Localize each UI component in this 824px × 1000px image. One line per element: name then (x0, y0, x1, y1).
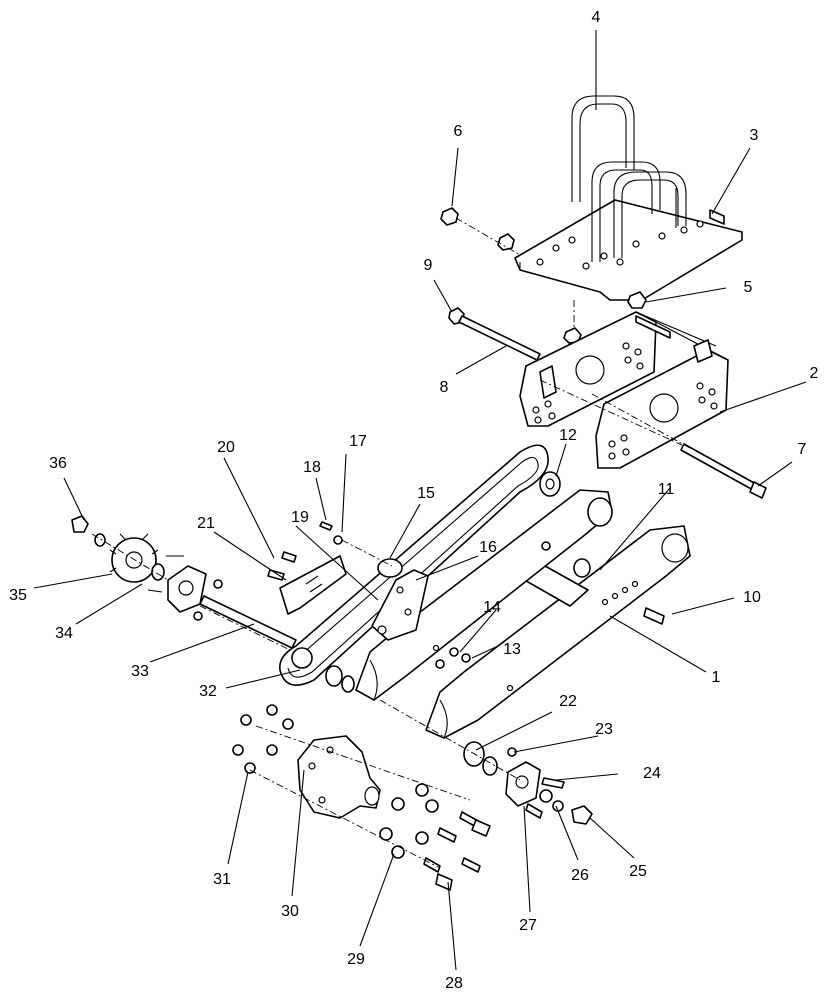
idler-pulley (377, 471, 561, 578)
callout-13: 13 (503, 641, 521, 658)
callout-16: 16 (479, 539, 497, 556)
callout-19: 19 (291, 509, 309, 526)
callout-14: 14 (483, 599, 501, 616)
callout-27: 27 (519, 917, 537, 934)
plate-bolts (440, 207, 647, 344)
leader-lines (33, 30, 807, 971)
callout-26: 26 (571, 867, 589, 884)
callout-18: 18 (303, 459, 321, 476)
callout-28: 28 (445, 975, 463, 992)
flange-bearing-left (151, 563, 207, 613)
hub-bolts (423, 811, 491, 891)
tensioner-arm (371, 569, 429, 641)
callout-23: 23 (595, 721, 613, 738)
callout-5: 5 (744, 279, 753, 296)
hub-nuts (232, 704, 294, 774)
long-bolt (539, 379, 767, 499)
callout-17: 17 (349, 433, 367, 450)
callout-21: 21 (197, 515, 215, 532)
callout-8: 8 (440, 379, 449, 396)
hub (297, 735, 381, 819)
callout-24: 24 (643, 765, 661, 782)
callout-20: 20 (217, 439, 235, 456)
callout-2: 2 (810, 365, 819, 382)
callout-22: 22 (559, 693, 577, 710)
assembly-lines (91, 393, 691, 869)
right-hardware (463, 741, 593, 825)
callout-7: 7 (798, 441, 807, 458)
callout-10: 10 (743, 589, 761, 606)
rod (458, 315, 541, 361)
belt (279, 444, 549, 686)
callout-29: 29 (347, 951, 365, 968)
sprocket (109, 533, 159, 583)
callout-15: 15 (417, 485, 435, 502)
u-bolts (571, 95, 687, 262)
callout-30: 30 (281, 903, 299, 920)
arm-nuts (325, 541, 665, 693)
callout-12: 12 (559, 427, 577, 444)
callout-3: 3 (750, 127, 759, 144)
callout-34: 34 (55, 625, 73, 642)
mounting-plate (514, 199, 743, 301)
cover-plate (279, 555, 347, 615)
callout-32: 32 (199, 683, 217, 700)
callout-4: 4 (592, 9, 601, 26)
callout-36: 36 (49, 455, 67, 472)
hub-washers (379, 783, 439, 859)
shaft (199, 595, 297, 649)
callout-labels: 1 2 3 4 5 6 7 8 9 10 11 12 13 14 15 16 1… (9, 9, 818, 992)
callout-1: 1 (712, 669, 721, 686)
callout-6: 6 (454, 123, 463, 140)
callout-11: 11 (658, 481, 675, 498)
callout-25: 25 (629, 863, 647, 880)
callout-31: 31 (213, 871, 231, 888)
bracket (519, 311, 729, 469)
callout-35: 35 (9, 587, 27, 604)
callout-9: 9 (424, 257, 433, 274)
callout-33: 33 (131, 663, 149, 680)
main-arm (425, 525, 691, 739)
